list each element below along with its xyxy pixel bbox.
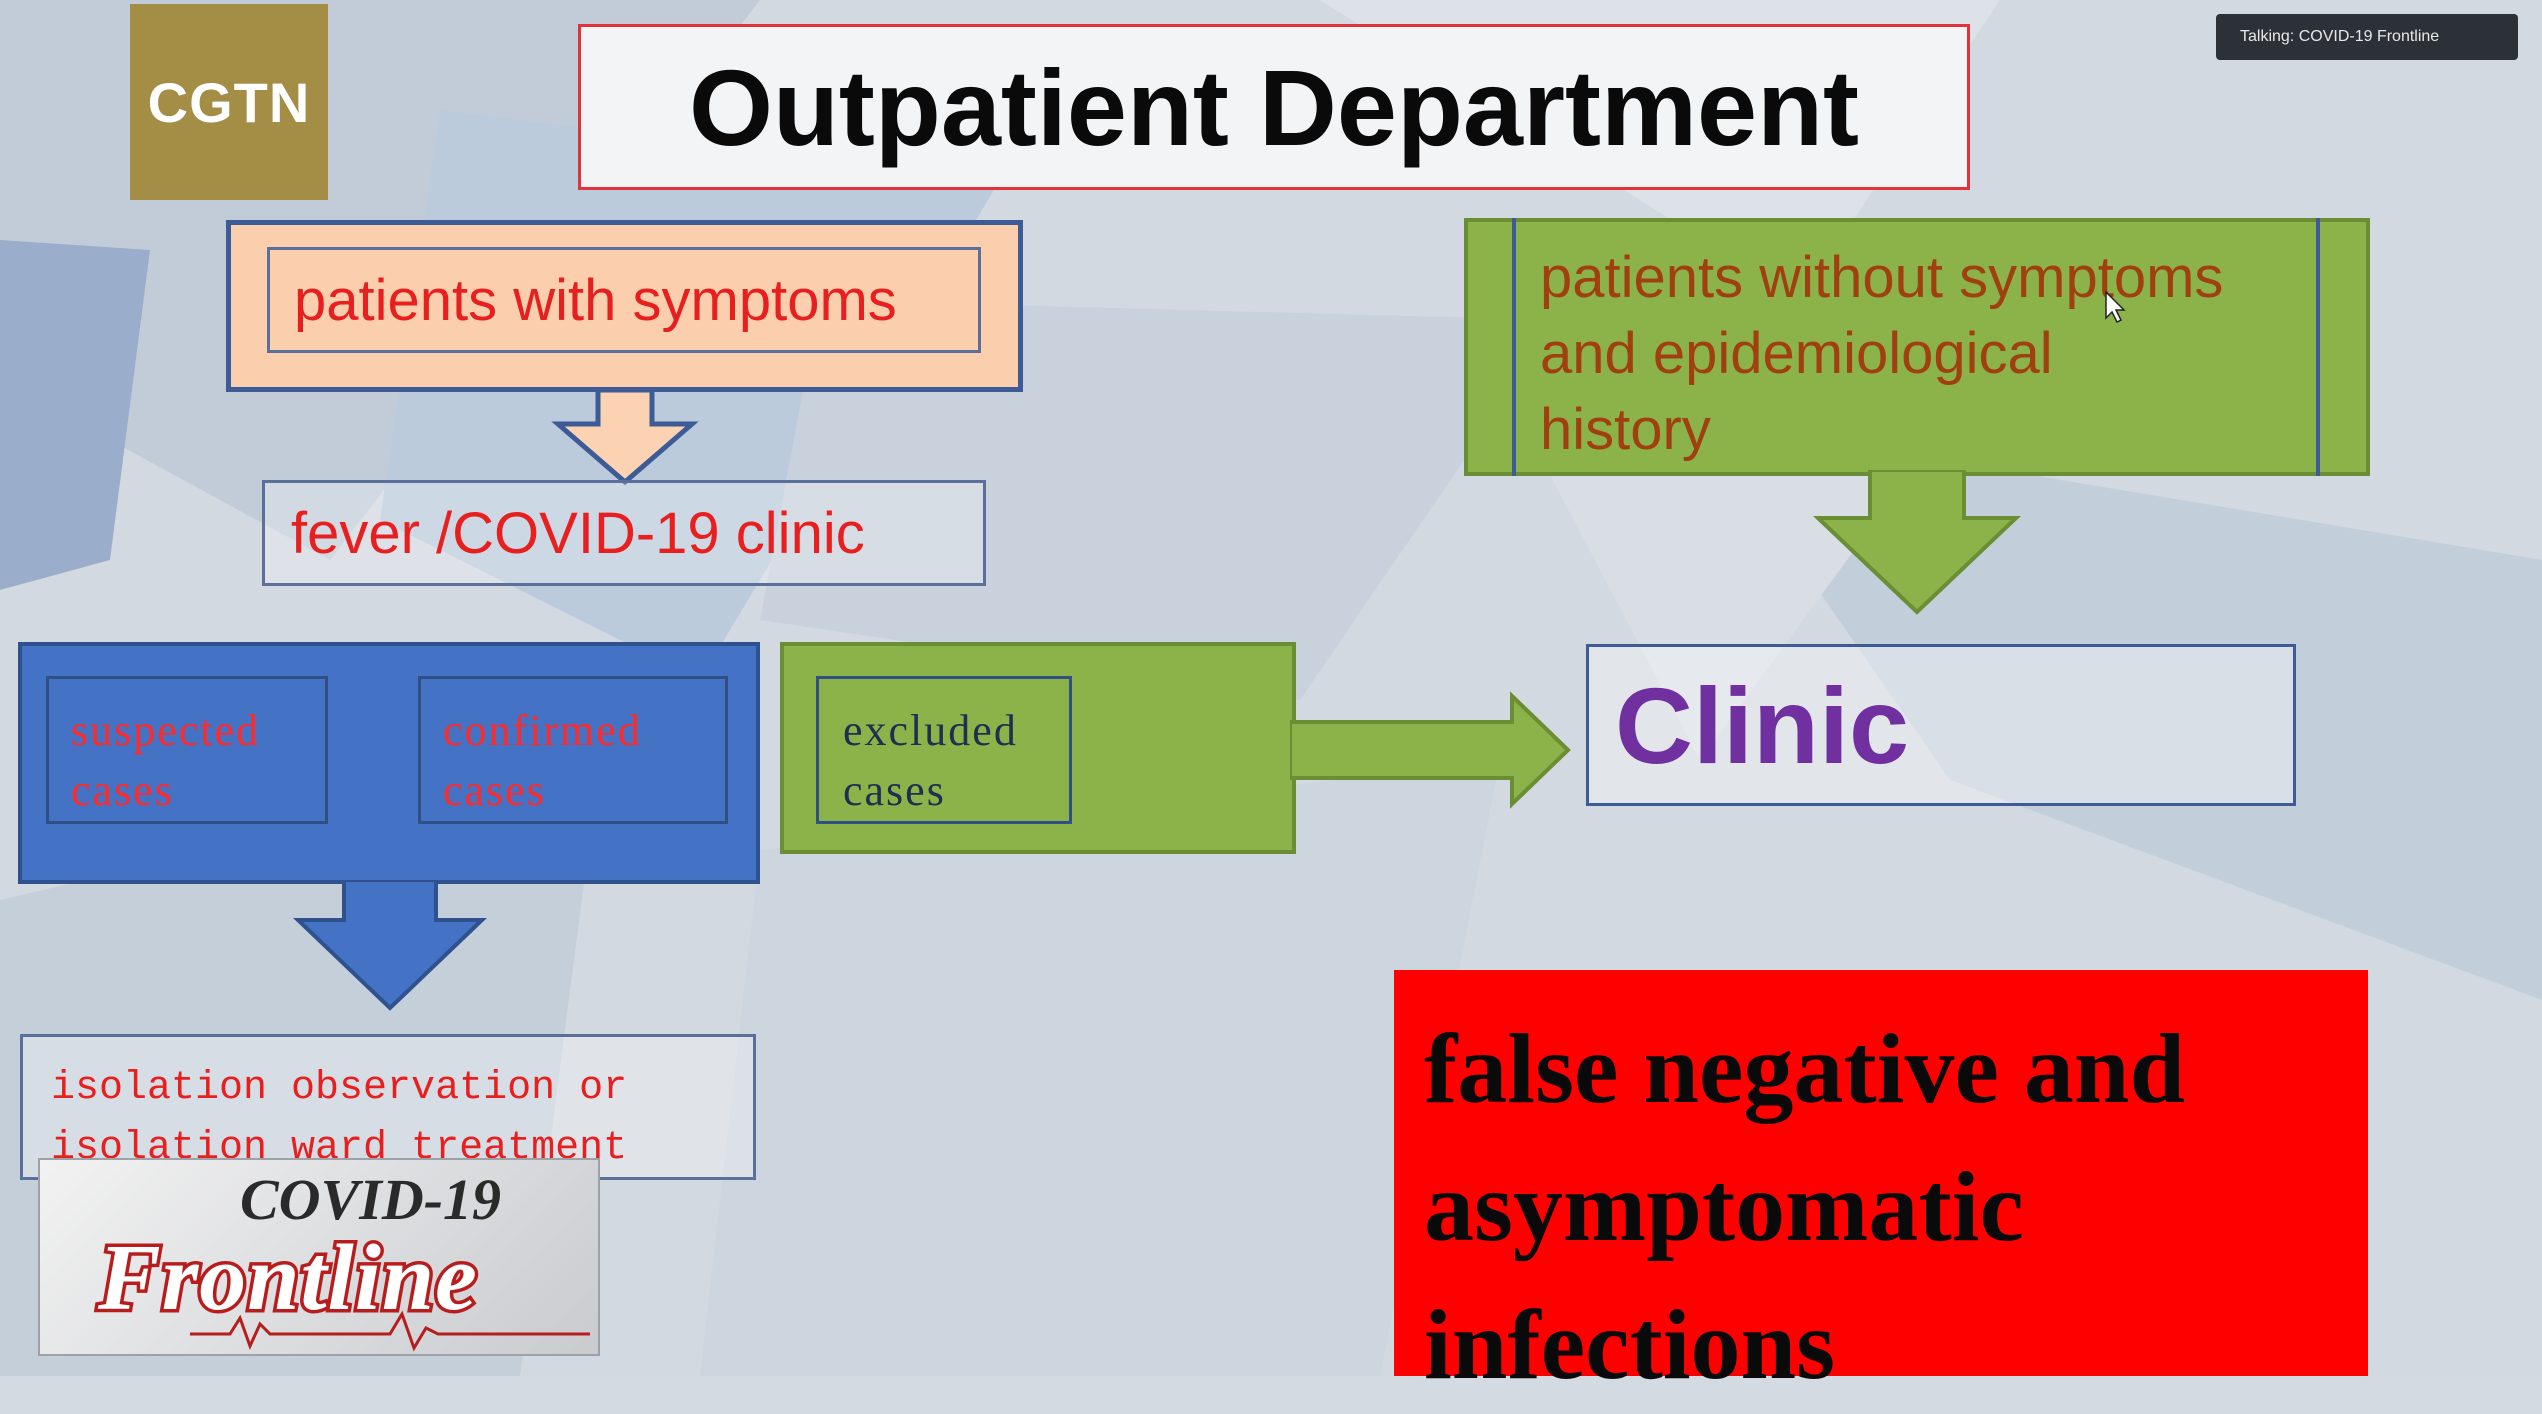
covid-frontline-logo-line2: Frontline [95,1223,481,1334]
cgtn-logo: CGTN [130,4,328,200]
confirmed-cases-label: confirmed cases [443,706,642,815]
clinic-box: Clinic [1586,644,2296,806]
patients-without-symptoms-box: patients without symptoms and epidemiolo… [1464,218,2370,476]
confirmed-cases-box: confirmed cases [418,676,728,824]
patients-without-symptoms-label: patients without symptoms and epidemiolo… [1540,245,2224,462]
heartbeat-line-icon [190,1310,590,1352]
excluded-cases-box: excluded cases [816,676,1072,824]
patients-with-symptoms-box: patients with symptoms [226,220,1023,392]
fever-clinic-box: fever /COVID-19 clinic [262,480,986,586]
talking-badge: Talking: COVID-19 Frontline [2216,14,2518,60]
suspected-cases-box: suspected cases [46,676,328,824]
covid-frontline-logo: COVID-19 Frontline [38,1158,600,1356]
suspected-confirmed-container: suspected cases confirmed cases [18,642,760,884]
false-negative-box: false negative and asymptomatic infectio… [1394,970,2368,1400]
excluded-container: excluded cases [780,642,1296,854]
suspected-cases-label: suspected cases [71,706,261,815]
false-negative-label: false negative and asymptomatic infectio… [1424,1013,2186,1400]
arrow-down-peach [551,390,699,485]
talking-badge-text: Talking: COVID-19 Frontline [2240,28,2440,45]
slide-title-box: Outpatient Department [578,24,1970,190]
patients-without-symptoms-inner-border [1512,218,2320,476]
slide-title: Outpatient Department [688,46,1860,168]
mouse-cursor-icon [2105,290,2126,324]
covid-frontline-logo-line1: COVID-19 [240,1167,502,1232]
patients-with-symptoms-label: patients with symptoms [294,267,897,333]
fever-clinic-label: fever /COVID-19 clinic [291,500,865,566]
arrow-right-green [1290,691,1571,809]
excluded-cases-label: excluded cases [843,706,1018,815]
clinic-label: Clinic [1615,664,1910,786]
patients-without-symptoms-text-wrap: patients without symptoms and epidemiolo… [1540,240,2300,468]
cgtn-logo-text: CGTN [147,70,311,134]
patients-with-symptoms-inner: patients with symptoms [267,247,981,353]
arrow-down-green [1812,470,2022,615]
isolation-box: isolation observation or isolation ward … [20,1034,756,1180]
arrow-down-blue [293,880,487,1011]
